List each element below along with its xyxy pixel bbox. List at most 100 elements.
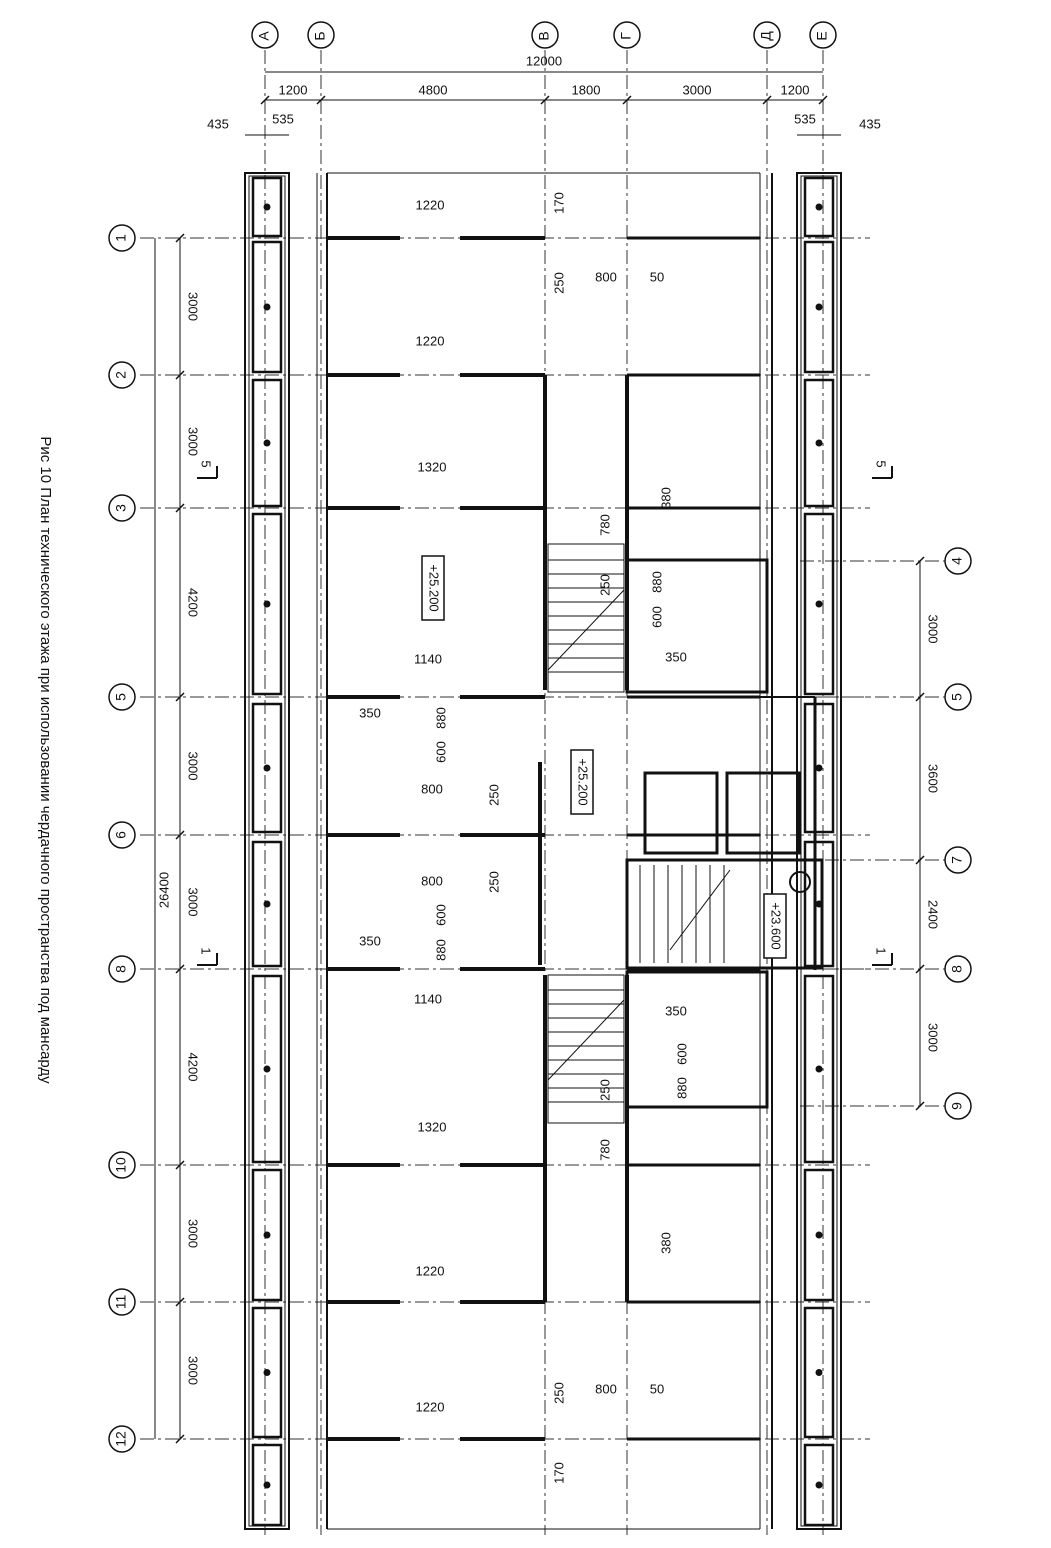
- panel-R-8: [803, 1306, 835, 1439]
- section-mark-3: 1: [874, 947, 889, 954]
- stair-lower: [547, 974, 625, 1124]
- panel-anchor: [263, 600, 271, 608]
- dim-left-4: 3000: [186, 888, 201, 917]
- dim-top-total: 12000: [526, 53, 562, 68]
- panel-anchor: [263, 303, 271, 311]
- interior-dim-7: 380: [658, 487, 673, 509]
- axis-bubble-left-5: [108, 683, 136, 711]
- axis-label-В: В: [536, 31, 552, 40]
- left-outer-wall-inner: [248, 175, 286, 1527]
- window-panels: [251, 176, 835, 1527]
- panel-anchor: [815, 439, 823, 447]
- axis-bubble-Д: [753, 21, 781, 49]
- lift-2: [725, 771, 801, 855]
- dim-right-1: 3600: [926, 764, 941, 793]
- axis-grid-lines: [140, 50, 945, 1535]
- axis-label-left-1: 1: [113, 234, 129, 242]
- panel-R-0: [803, 176, 835, 238]
- panel-L-1: [251, 240, 283, 374]
- interior-dim-5: 1220: [416, 333, 445, 348]
- axis-bubble-right-7: [944, 846, 972, 874]
- interior-dim-31: 380: [658, 1232, 673, 1254]
- interior-dim-33: 800: [595, 1381, 617, 1396]
- axis-label-Е: Е: [814, 31, 830, 40]
- dim-tick: [175, 233, 185, 243]
- section-mark-0: 5: [199, 460, 214, 467]
- axis-bubble-А: [251, 21, 279, 49]
- dim-right-2: 2400: [926, 900, 941, 929]
- panel-L-5: [251, 840, 283, 968]
- panel-L-9: [251, 1443, 283, 1527]
- dim-top-2: 1800: [572, 82, 601, 97]
- panel-anchor: [263, 1065, 271, 1073]
- dim-left-total: 26400: [156, 872, 171, 908]
- dim-tick: [260, 95, 270, 105]
- interior-dim-26: 600: [674, 1043, 689, 1065]
- room-lower-right: [625, 970, 769, 1109]
- panel-L-8: [251, 1306, 283, 1439]
- section-mark-2: 1: [199, 947, 214, 954]
- interior-dim-36: 1220: [416, 1399, 445, 1414]
- panel-R-7: [803, 1168, 835, 1302]
- interior-dim-24: 1140: [414, 991, 442, 1006]
- room-upper-right: [625, 558, 769, 694]
- right-outer-wall-inner: [800, 175, 838, 1527]
- panel-anchor: [263, 1231, 271, 1239]
- panel-anchor: [815, 1481, 823, 1489]
- dim-left-7: 3000: [186, 1356, 201, 1385]
- axis-label-Б: Б: [312, 31, 328, 40]
- dim-tick: [762, 95, 772, 105]
- axis-bubble-Б: [307, 21, 335, 49]
- interior-dim-6: 1320: [418, 459, 447, 474]
- interior-dim-18: 250: [486, 784, 501, 806]
- interior-dim-23: 350: [359, 933, 381, 948]
- dim-tick: [915, 556, 925, 566]
- dim-tick: [175, 830, 185, 840]
- dim-top-small-1: 535: [272, 111, 294, 126]
- axis-label-right-9: 9: [949, 1102, 965, 1110]
- elevation-1: +25.200: [427, 564, 442, 611]
- axis-label-right-8: 8: [949, 965, 965, 973]
- interior-dim-37: 170: [551, 1462, 566, 1484]
- axis-label-left-8: 8: [113, 965, 129, 973]
- interior-dim-9: 250: [597, 574, 612, 596]
- panel-R-6: [803, 974, 835, 1164]
- axis-bubble-Е: [809, 21, 837, 49]
- panel-anchor: [263, 439, 271, 447]
- axis-bubble-right-8: [944, 955, 972, 983]
- axis-label-left-6: 6: [113, 831, 129, 839]
- dim-tick: [915, 855, 925, 865]
- interior-dim-28: 250: [597, 1079, 612, 1101]
- interior-dim-12: 350: [665, 649, 687, 664]
- panel-R-4: [803, 702, 835, 834]
- panel-anchor: [263, 764, 271, 772]
- axis-bubble-left-12: [108, 1425, 136, 1453]
- dim-tick: [818, 95, 828, 105]
- dim-tick: [316, 95, 326, 105]
- interior-dim-29: 780: [597, 1139, 612, 1161]
- section-mark-1: 5: [874, 460, 889, 467]
- right-outer-wall: [796, 172, 842, 1530]
- panel-L-2: [251, 378, 283, 508]
- axis-bubble-left-2: [108, 361, 136, 389]
- interior-dim-30: 1320: [418, 1119, 447, 1134]
- dim-left-0: 3000: [186, 292, 201, 321]
- panel-L-3: [251, 512, 283, 696]
- dim-left-1: 3000: [186, 427, 201, 456]
- dim-top-0: 1200: [279, 82, 308, 97]
- dim-tick: [175, 964, 185, 974]
- stair-arrow: [669, 869, 731, 951]
- dim-tick: [175, 503, 185, 513]
- dim-right-0: 3000: [926, 615, 941, 644]
- elevation-3-box: [763, 893, 787, 959]
- interior-dim-10: 880: [649, 571, 664, 593]
- axis-bubble-Г: [613, 21, 641, 49]
- interior-dim-0: 1220: [416, 197, 445, 212]
- dim-top-4: 1200: [781, 82, 810, 97]
- dim-left-3: 3000: [186, 752, 201, 781]
- interior-dim-22: 880: [433, 939, 448, 961]
- dim-top-small-3: 435: [859, 116, 881, 131]
- panel-R-1: [803, 240, 835, 374]
- dim-right-3: 3000: [926, 1023, 941, 1052]
